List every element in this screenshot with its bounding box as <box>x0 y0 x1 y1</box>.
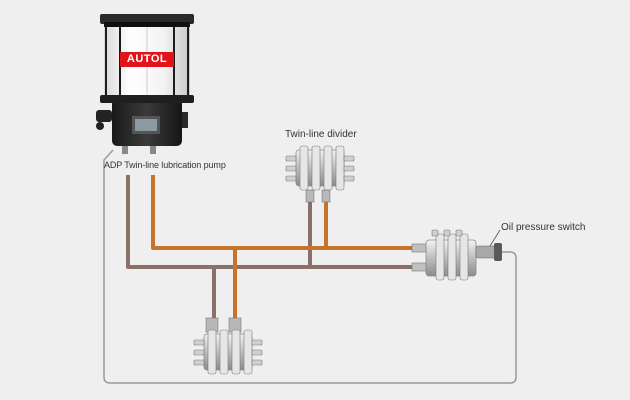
pump-brand-logo: AUTOL <box>120 52 174 67</box>
brown-supply-line <box>126 175 418 320</box>
twin-line-divider-label: Twin-line divider <box>285 129 357 140</box>
orange-supply-line <box>151 175 418 320</box>
return-line <box>103 149 517 384</box>
oil-pressure-switch-label: Oil pressure switch <box>501 222 586 233</box>
oil-pressure-switch <box>475 229 502 261</box>
twin-line-divider-top <box>285 145 355 203</box>
pump-label: ADP Twin-line lubrication pump <box>104 160 226 170</box>
end-divider <box>411 229 477 281</box>
twin-line-divider-bottom <box>193 317 263 375</box>
lubrication-pump <box>96 14 194 154</box>
